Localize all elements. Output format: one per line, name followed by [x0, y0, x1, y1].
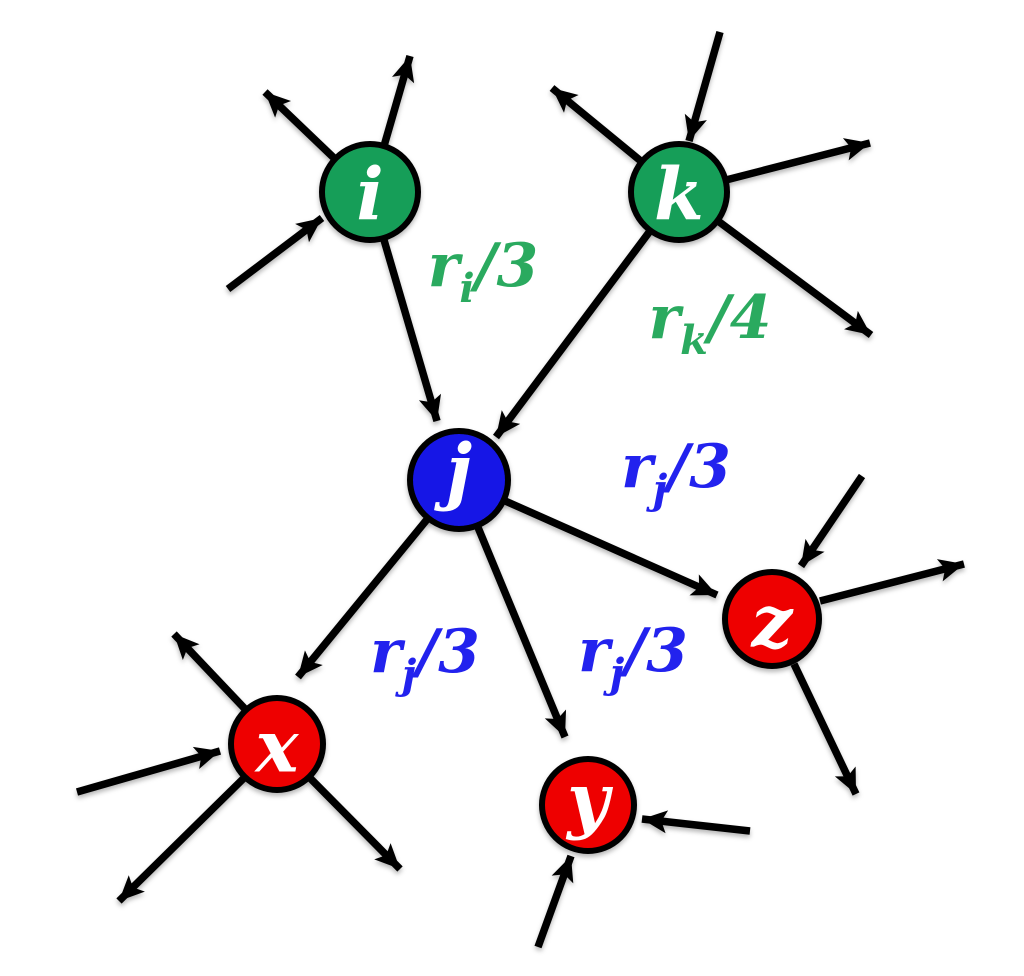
edge-i-out-upper-left	[262, 89, 337, 161]
edge-x-out-upper-left	[171, 631, 249, 713]
edge-j-to-x	[295, 514, 432, 680]
edge-j-to-z-label: rj/3	[621, 432, 731, 513]
node-j	[407, 428, 511, 532]
edge-j-to-z	[501, 496, 719, 599]
node-y-label: y	[565, 757, 613, 842]
node-i	[319, 141, 421, 243]
node-k-label: k	[654, 152, 704, 237]
node-k	[628, 141, 730, 243]
node-y	[539, 756, 637, 854]
edges-layer	[75, 30, 965, 949]
edge-into-i-from-lower-left	[225, 215, 325, 292]
node-z	[722, 569, 822, 669]
edge-x-out-lower-left	[116, 774, 248, 904]
edge-into-z-from-upper-right	[797, 473, 866, 569]
edge-into-k-from-top	[684, 30, 724, 143]
edge-into-x-from-left	[75, 746, 222, 796]
edge-k-out-right	[725, 138, 871, 184]
edge-k-out-lower-right	[715, 217, 874, 339]
edge-i-to-j	[380, 238, 442, 423]
node-z-label: z	[750, 579, 795, 664]
node-x	[228, 695, 326, 793]
edge-into-y-from-right	[641, 810, 751, 835]
edge-j-to-y	[473, 523, 569, 739]
edge-i-out-upper-right	[380, 54, 415, 148]
edge-x-out-lower-right	[306, 774, 403, 872]
edge-labels-layer: ri/3 rk/4 rj/3 rj/3 rj/3	[370, 231, 771, 698]
edge-z-out-down	[790, 662, 860, 796]
edge-i-to-j-label: ri/3	[428, 231, 539, 312]
edge-z-out-right	[819, 559, 965, 605]
node-x-label: x	[254, 704, 300, 789]
edge-k-out-upper-left	[549, 85, 645, 165]
edge-j-to-x-label: rj/3	[370, 617, 480, 698]
edge-k-to-j	[492, 228, 654, 440]
edge-k-to-j-label: rk/4	[648, 283, 771, 364]
node-i-label: i	[356, 152, 383, 237]
edge-into-y-from-lower-left	[534, 854, 575, 949]
edge-j-to-y-label: rj/3	[578, 616, 688, 697]
